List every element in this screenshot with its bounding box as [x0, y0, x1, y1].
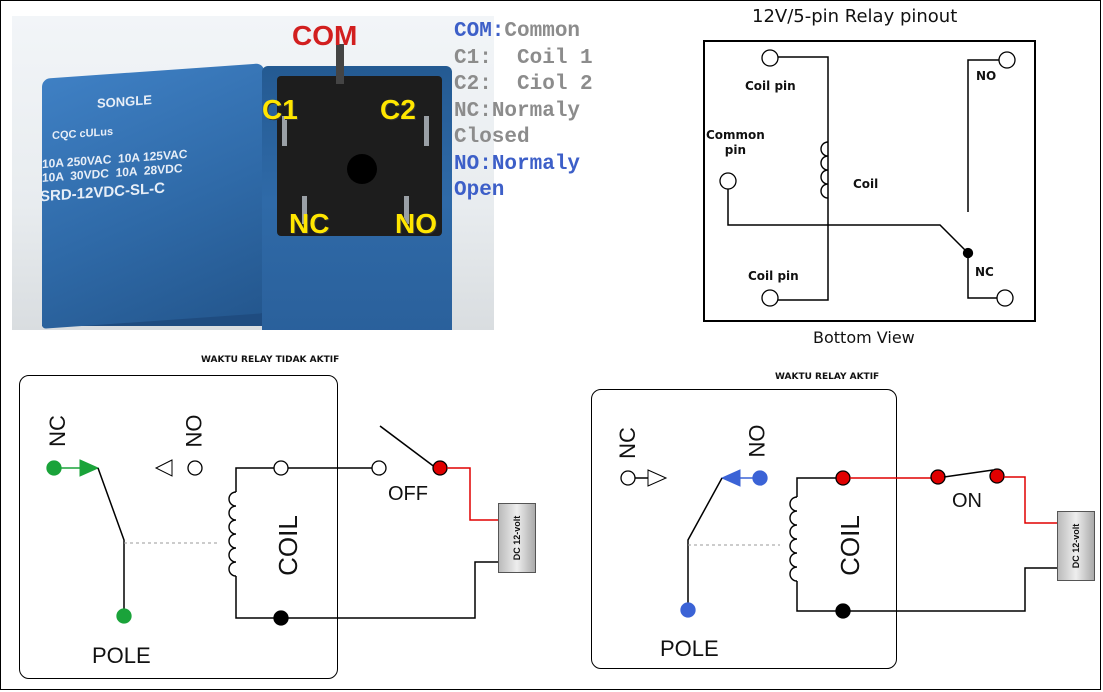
pinout-box [703, 40, 1036, 322]
legend-line: NO:Normaly [454, 153, 580, 176]
inactive-pole-label: POLE [92, 643, 151, 668]
legend-value: Normaly [491, 99, 581, 123]
active-live-wire [1004, 476, 1057, 524]
active-nc-contact [620, 470, 636, 486]
inactive-coil-icon [228, 491, 237, 577]
inactive-pole-contact [116, 608, 132, 624]
active-pole-contact [680, 602, 696, 618]
active-switch-blade [943, 469, 994, 478]
inactive-switch-contact-b [432, 460, 448, 476]
no-label: NO [395, 208, 437, 239]
inactive-coil-top [235, 467, 281, 492]
active-title: WAKTU RELAY AKTIF [775, 372, 880, 382]
active-pole-wire [687, 477, 723, 605]
legend-line: Open [454, 179, 504, 202]
active-pole-label: POLE [660, 636, 719, 661]
active-no-contact [752, 470, 768, 486]
active-switch-contact-a [930, 469, 946, 485]
nc-label: NC [289, 208, 330, 239]
no-wire [967, 59, 999, 212]
legend-key: NO: [454, 152, 492, 176]
active-arrow-icon [720, 469, 741, 487]
active-relay-box [591, 389, 897, 669]
active-return-wire [796, 567, 1057, 612]
active-nc-arrow-icon [647, 469, 668, 487]
inactive-live-wire [447, 467, 498, 521]
c2-label: C2 [380, 94, 416, 125]
c1-label: C1 [262, 94, 298, 125]
active-switch-contact-b [989, 468, 1005, 484]
relay-photo: SONGLE CQC cULus 10A 250VAC 10A 125VAC 1… [12, 16, 494, 330]
coil-label: Coil [853, 177, 879, 191]
common-wire [727, 189, 969, 254]
no-pin [404, 196, 409, 224]
inactive-switch-label: OFF [388, 483, 428, 505]
coil-pin-top [761, 49, 779, 67]
c2-pin [424, 116, 429, 146]
inactive-no-arrow-icon [154, 459, 173, 477]
inactive-relay-box [19, 375, 338, 679]
legend-key: NC: [454, 99, 492, 123]
active-coil-bottom-node [835, 603, 851, 619]
coil-wire [776, 56, 829, 301]
inactive-no-contact [187, 460, 203, 476]
com-label: COM [292, 20, 358, 51]
common-pin [719, 172, 737, 190]
legend-value: Closed [454, 126, 530, 149]
inactive-coil-bottom-node [273, 610, 289, 626]
inactive-return-wire [235, 561, 498, 619]
inactive-battery: DC 12-volt [498, 503, 536, 573]
nc-pin [996, 289, 1014, 307]
active-battery: DC 12-volt [1057, 511, 1095, 581]
legend-value: Ciol 2 [491, 73, 593, 96]
inactive-arrow-icon [79, 459, 100, 477]
active-coil-terminal [835, 470, 851, 486]
inactive-switch-contact-a [371, 460, 387, 476]
legend-line: C1: Coil 1 [454, 47, 593, 70]
inactive-title: WAKTU RELAY TIDAK AKTIF [201, 355, 340, 365]
legend-line: NC:Normaly [454, 100, 580, 123]
com-pin [336, 44, 344, 84]
pinout-title: 12V/5-pin Relay pinout [752, 6, 958, 27]
legend-key: C2: [454, 73, 492, 96]
nc-wire [967, 253, 998, 299]
legend-key: C1: [454, 46, 492, 70]
coil-pin-bottom-label: Coil pin [748, 269, 799, 283]
legend-key: COM: [454, 20, 505, 43]
pinout-caption: Bottom View [813, 328, 915, 347]
inactive-nc-contact [46, 460, 62, 476]
legend-value: Open [454, 179, 505, 202]
pinout-coil-icon [820, 141, 829, 199]
coil-pin-top-label: Coil pin [745, 79, 796, 93]
active-switch-label: ON [952, 490, 982, 512]
relay-bottom-hole [347, 154, 377, 184]
common-pin-label: Common pin [706, 128, 765, 157]
active-coil-icon [789, 496, 798, 582]
legend-line: Closed [454, 126, 530, 149]
legend-value: Coil 1 [491, 46, 593, 70]
nc-pin [302, 196, 307, 224]
inactive-switch-blade [379, 425, 437, 469]
active-coil-top [796, 477, 843, 497]
legend-value: Normaly [491, 152, 581, 176]
no-pin [998, 51, 1016, 69]
inactive-pole-wire [97, 467, 125, 615]
no-pin-label: NO [976, 69, 997, 83]
inactive-coil-terminal [273, 460, 289, 476]
c1-pin [282, 116, 287, 146]
legend-line: C2: Ciol 2 [454, 73, 593, 96]
nc-pin-label: NC [975, 265, 994, 279]
coil-pin-bottom [761, 289, 779, 307]
legend-value: Common [504, 20, 581, 43]
legend-line: COM:Common [454, 20, 580, 43]
